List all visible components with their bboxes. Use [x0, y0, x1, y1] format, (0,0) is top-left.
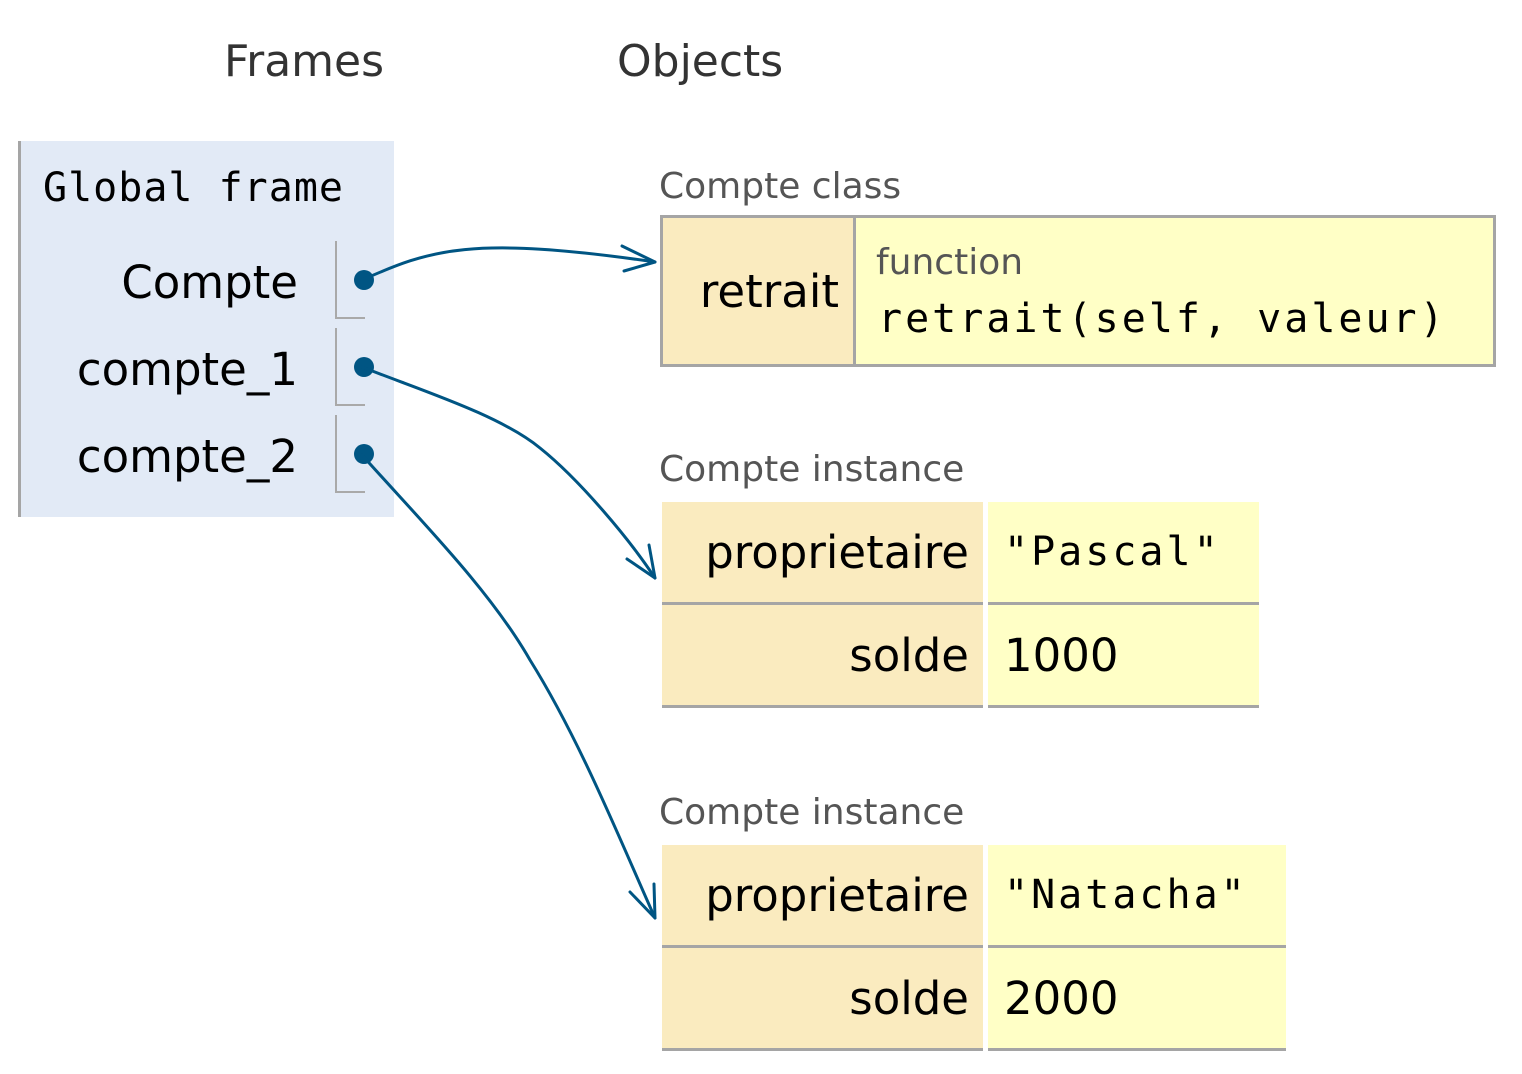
- field-value-solde: 2000: [988, 948, 1286, 1051]
- instance-object-2: proprietaire "Natacha" solde 2000: [662, 845, 1286, 1051]
- class-object: retrait function retrait(self, valeur): [660, 215, 1496, 367]
- instance-field-row: proprietaire "Pascal": [662, 502, 1259, 605]
- field-value-solde: 1000: [988, 605, 1259, 708]
- function-type-label: function: [876, 242, 1024, 283]
- class-method-value: function retrait(self, valeur): [856, 218, 1493, 364]
- instance-field-row: solde 1000: [662, 605, 1259, 708]
- pointer-arrow-compte: [360, 246, 657, 282]
- frames-heading: Frames: [224, 36, 385, 87]
- variable-name-compte-2: compte_2: [76, 430, 298, 483]
- field-value-proprietaire: "Natacha": [988, 845, 1286, 948]
- instance-1-label: Compte instance: [659, 449, 965, 490]
- variable-slot-compte: [335, 241, 365, 319]
- field-key-proprietaire: proprietaire: [662, 845, 983, 948]
- global-frame: Global frame Compte compte_1 compte_2: [18, 141, 394, 517]
- field-key-solde: solde: [662, 948, 983, 1051]
- variable-slot-compte-2: [335, 415, 365, 493]
- instance-field-row: solde 2000: [662, 948, 1286, 1051]
- pointer-dot-compte-2: [354, 444, 374, 464]
- instance-2-label: Compte instance: [659, 792, 965, 833]
- pointer-arrow-compte-1: [360, 365, 657, 580]
- field-key-solde: solde: [662, 605, 983, 708]
- objects-heading: Objects: [617, 36, 784, 87]
- instance-field-row: proprietaire "Natacha": [662, 845, 1286, 948]
- frame-title: Global frame: [43, 165, 344, 211]
- pointer-arrowhead-compte-1: [625, 543, 657, 580]
- class-method-key: retrait: [663, 218, 856, 364]
- function-signature: retrait(self, valeur): [878, 296, 1447, 342]
- pointer-arrow-compte-2: [360, 453, 657, 920]
- field-value-proprietaire: "Pascal": [988, 502, 1259, 605]
- variable-name-compte: Compte: [121, 256, 298, 309]
- class-object-label: Compte class: [659, 166, 902, 207]
- pointer-arrowhead-compte-2: [628, 882, 657, 920]
- variable-name-compte-1: compte_1: [76, 343, 298, 396]
- pointer-arrowhead-compte: [620, 244, 657, 273]
- field-key-proprietaire: proprietaire: [662, 502, 983, 605]
- variable-slot-compte-1: [335, 328, 365, 406]
- instance-object-1: proprietaire "Pascal" solde 1000: [662, 502, 1259, 708]
